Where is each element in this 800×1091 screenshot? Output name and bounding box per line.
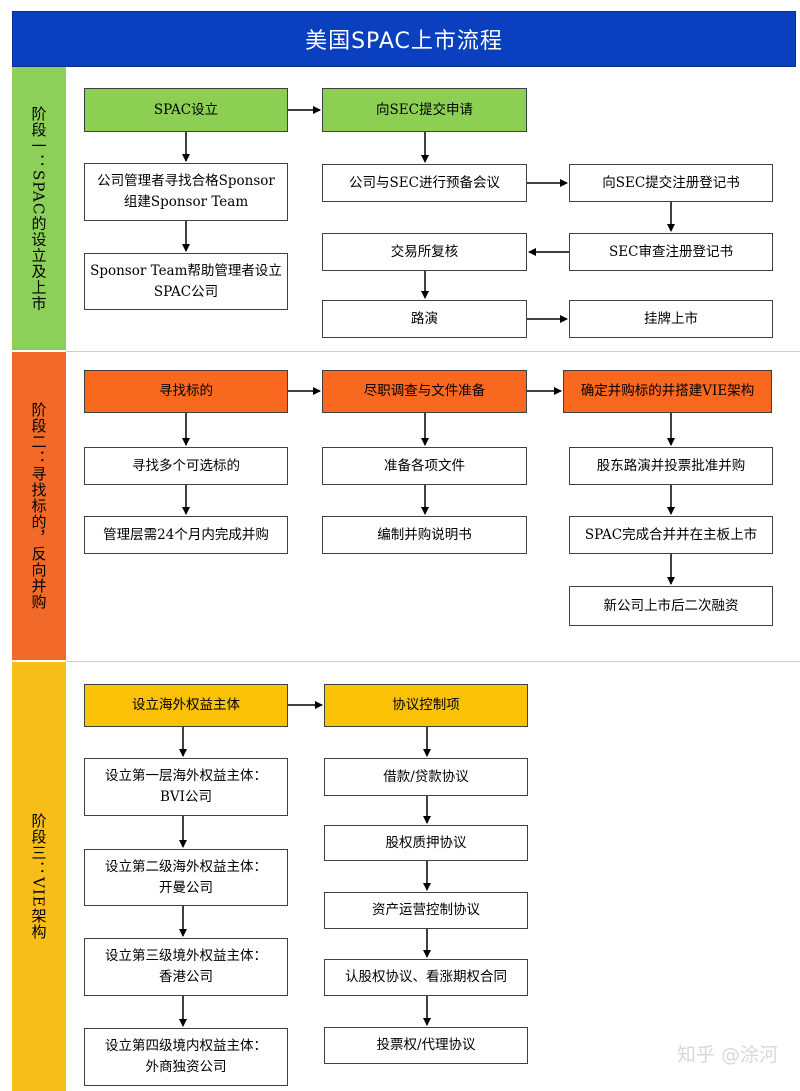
submit-registration-box: 向SEC提交注册登记书 [569, 164, 773, 202]
layer2-cayman-box: 设立第二级海外权益主体： 开曼公司 [84, 849, 288, 906]
listing-box: 挂牌上市 [569, 300, 773, 338]
stage-divider-2 [66, 661, 800, 662]
confirm-vie-box: 确定并购标的并搭建VIE架构 [563, 370, 772, 413]
layer1-bvi-box: 设立第一层海外权益主体： BVI公司 [84, 758, 288, 816]
stage2-text: 阶段二：寻找标的，反向并购 [29, 402, 48, 610]
agreement-control-box: 协议控制项 [324, 684, 528, 727]
sponsor-help-box: Sponsor Team帮助管理者设立 SPAC公司 [84, 253, 288, 310]
stage3-label: 阶段三：VIE架构 [12, 662, 66, 1091]
prepare-docs-box: 准备各项文件 [322, 447, 527, 485]
loan-agreement-box: 借款/贷款协议 [324, 758, 528, 796]
exchange-review-box: 交易所复核 [322, 233, 527, 271]
layer3-hk-box: 设立第三级境外权益主体： 香港公司 [84, 938, 288, 996]
page-title: 美国SPAC上市流程 [12, 11, 796, 67]
watermark: 知乎 @涂河 [676, 1044, 778, 1066]
subscription-option-box: 认股权协议、看涨期权合同 [324, 959, 528, 996]
asset-operation-box: 资产运营控制协议 [324, 892, 528, 929]
find-sponsor-box: 公司管理者寻找合格Sponsor 组建Sponsor Team [84, 163, 288, 221]
stage3-text: 阶段三：VIE架构 [29, 813, 48, 940]
equity-pledge-box: 股权质押协议 [324, 825, 528, 861]
stage1-text: 阶段一：SPAC的设立及上市 [29, 105, 48, 312]
due-diligence-box: 尽职调查与文件准备 [322, 370, 527, 413]
mgmt-24-months-box: 管理层需24个月内完成并购 [84, 516, 288, 554]
stage1-label: 阶段一：SPAC的设立及上市 [12, 67, 66, 350]
voting-proxy-box: 投票权/代理协议 [324, 1027, 528, 1064]
secondary-financing-box: 新公司上市后二次融资 [569, 586, 773, 626]
roadshow-box: 路演 [322, 300, 527, 338]
sec-apply-box: 向SEC提交申请 [322, 88, 527, 132]
shareholder-vote-box: 股东路演并投票批准并购 [569, 447, 773, 485]
spac-main-board-box: SPAC完成合并并在主板上市 [569, 516, 773, 554]
stage-divider-1 [66, 351, 800, 352]
pre-meeting-box: 公司与SEC进行预备会议 [322, 164, 527, 202]
find-target-box: 寻找标的 [84, 370, 288, 413]
merger-doc-box: 编制并购说明书 [322, 516, 527, 554]
offshore-entity-box: 设立海外权益主体 [84, 684, 288, 727]
find-multiple-targets-box: 寻找多个可选标的 [84, 447, 288, 485]
stage2-label: 阶段二：寻找标的，反向并购 [12, 352, 66, 660]
layer4-wfoe-box: 设立第四级境内权益主体： 外商独资公司 [84, 1028, 288, 1086]
spac-setup-box: SPAC设立 [84, 88, 288, 132]
sec-review-box: SEC审查注册登记书 [569, 233, 773, 271]
